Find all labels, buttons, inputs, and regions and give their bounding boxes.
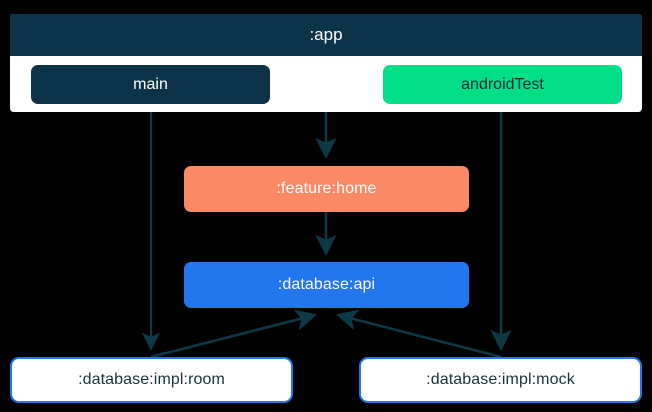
node-database-impl-room[interactable]: :database:impl:room	[10, 357, 293, 403]
edge-mock-to-database-api	[335, 309, 502, 359]
cluster-app[interactable]: :app main androidTest	[10, 14, 642, 112]
node-main[interactable]: main	[31, 65, 270, 104]
node-database-impl-mock[interactable]: :database:impl:mock	[359, 357, 642, 403]
node-feature-home[interactable]: :feature:home	[184, 166, 469, 212]
cluster-app-body: main androidTest	[10, 56, 642, 112]
edge-room-to-database-api	[150, 309, 318, 359]
cluster-app-label: :app	[10, 14, 642, 56]
node-android-test[interactable]: androidTest	[383, 65, 622, 104]
node-database-api[interactable]: :database:api	[184, 262, 469, 308]
